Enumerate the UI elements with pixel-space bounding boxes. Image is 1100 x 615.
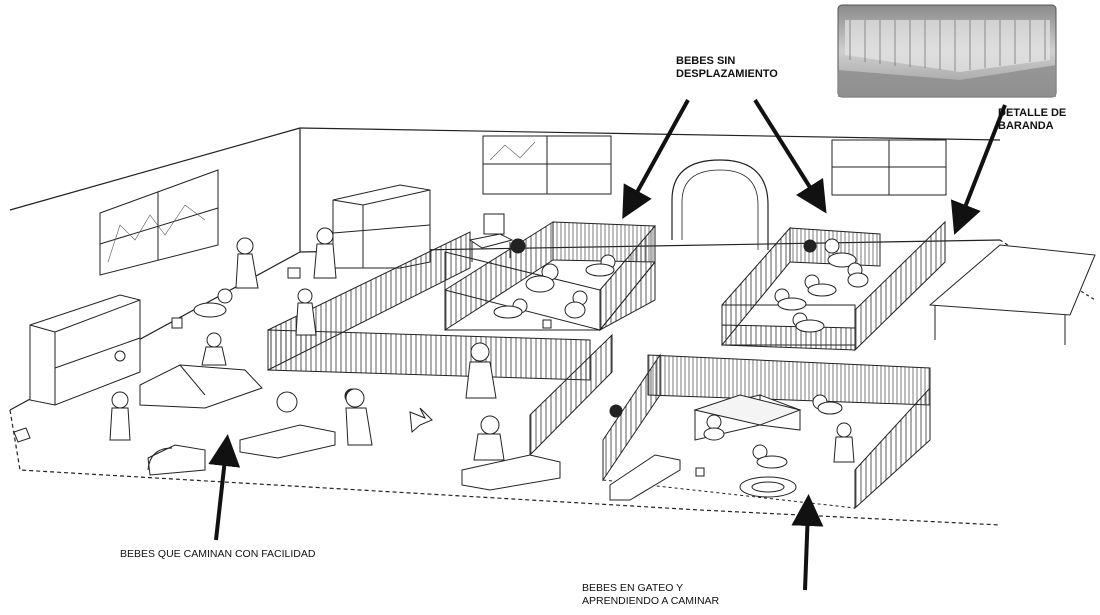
label-static-babies-line1: BEBES SIN <box>676 55 778 68</box>
window-center <box>483 136 611 194</box>
label-railing-detail-line1: DETALLE DE <box>998 107 1066 120</box>
label-static-babies-line2: DESPLAZAMIENTO <box>676 68 778 81</box>
label-crawling-babies: BEBES EN GATEO Y APRENDIENDO A CAMINAR <box>582 582 719 607</box>
arrow-walking <box>216 450 226 540</box>
railing-photo <box>838 5 1056 97</box>
label-railing-detail-line2: BARANDA <box>998 120 1066 133</box>
label-crawling-babies-line1: BEBES EN GATEO Y <box>582 582 719 595</box>
label-walking-babies: BEBES QUE CAMINAN CON FACILIDAD <box>120 548 315 561</box>
window-left <box>100 170 218 275</box>
label-crawling-babies-line2: APRENDIENDO A CAMINAR <box>582 595 719 608</box>
shelf-back <box>333 185 430 268</box>
label-railing-detail: DETALLE DE BARANDA <box>998 107 1066 133</box>
table-right <box>930 245 1095 345</box>
arrow-crawling <box>805 510 808 590</box>
label-static-babies: BEBES SIN DESPLAZAMIENTO <box>676 55 778 81</box>
window-right <box>832 140 946 195</box>
arrow-static-center <box>630 100 688 205</box>
arch-doorway <box>672 160 768 250</box>
shelf-left <box>30 295 140 405</box>
